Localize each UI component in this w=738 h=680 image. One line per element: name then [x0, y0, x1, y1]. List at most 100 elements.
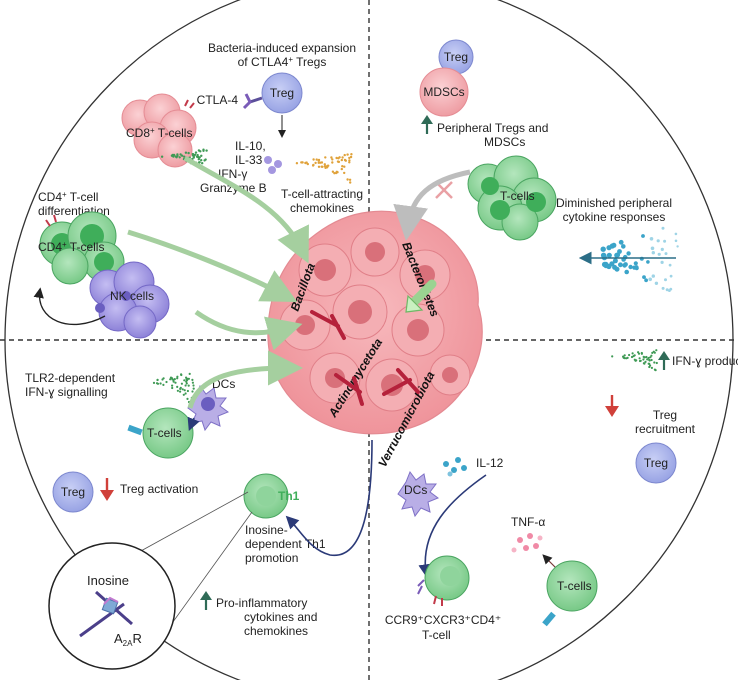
inosine-text-3: promotion	[245, 551, 298, 565]
cytokine-dot	[606, 245, 612, 251]
cytokine-dot	[651, 251, 655, 255]
cytokine-dot	[172, 378, 175, 381]
cytokine-dot	[664, 252, 668, 256]
inhibit-actinomycetota	[334, 373, 364, 406]
tcells-label-q4: T-cells	[557, 579, 592, 593]
cytokine-dot	[180, 382, 183, 385]
peripheral-text-2: MDSCs	[484, 135, 525, 149]
cytokine-dot	[626, 251, 631, 256]
cytokine-dots-purple	[264, 156, 282, 174]
cytokine-dot	[648, 277, 652, 282]
cytokine-dot	[194, 151, 198, 154]
cytokine-dot	[656, 239, 660, 243]
cytokine-dot	[653, 368, 657, 371]
cytokine-dot	[630, 355, 634, 359]
cytokine-dot	[161, 378, 164, 381]
cytokine-dot	[340, 167, 343, 171]
cytokine-dot	[606, 252, 612, 258]
zoom-line-2	[159, 511, 253, 641]
cytokine-dot	[326, 166, 329, 169]
cytokine-dot	[172, 380, 175, 383]
tcells-label-q3: T-cells	[147, 426, 182, 440]
cytokine-dot	[338, 156, 341, 159]
cytokine-dot	[185, 376, 188, 379]
cytokine-dot	[156, 382, 160, 385]
cytokine-dot	[622, 355, 625, 358]
cytokine-dot	[617, 249, 622, 254]
cytokine-dot	[346, 153, 349, 156]
tcell-q3	[127, 407, 194, 459]
cytokine-dot	[204, 158, 207, 161]
cytokine-dot	[644, 360, 647, 363]
svg-text:Treg: Treg	[444, 50, 468, 64]
cytokine-dot	[603, 262, 609, 269]
cytokine-dot	[178, 156, 181, 159]
actinomycetota-to-th1-arrow	[285, 439, 373, 556]
cd8-label: CD8+ T-cells	[126, 126, 192, 140]
cytokine-dot	[202, 149, 205, 152]
cytokine-dot	[176, 385, 179, 388]
cytokine-dot	[650, 358, 653, 362]
cytokine-dot	[197, 158, 200, 161]
cytokine-dot	[201, 162, 204, 165]
a2ar-receptor-icon	[79, 590, 133, 638]
cytokine-dot	[335, 156, 338, 160]
cytokine-dot	[323, 163, 326, 166]
cytokine-dot	[196, 153, 199, 157]
cytokine-dot	[200, 154, 203, 157]
cytokine-dot	[625, 357, 628, 360]
cytokine-dot	[651, 351, 654, 354]
cytokine-dot	[653, 351, 656, 354]
cd4-diff-text-1: CD4+ T-cell	[38, 190, 98, 204]
tcell-to-tumor-arrow	[187, 350, 303, 409]
cytokine-dot	[651, 274, 655, 278]
cytokine-dot	[645, 355, 648, 359]
cytokine-dot	[674, 239, 678, 243]
cytokine-dot	[655, 349, 658, 352]
ctla4-label: CTLA-4	[197, 93, 239, 107]
cytokine-dot	[633, 354, 636, 357]
cytokine-dot	[641, 234, 645, 238]
cytokine-dot	[642, 275, 646, 279]
cytokine-dot	[169, 376, 173, 379]
nk-to-cd4-arrow	[33, 287, 106, 325]
cytokine-dot	[159, 382, 162, 385]
ifng-dots-q3	[152, 372, 195, 404]
ifng-production-label: IFN-ɣ production	[672, 354, 738, 368]
cytokine-dot	[312, 163, 315, 167]
cytokine-dot	[343, 171, 346, 175]
cytokine-dot	[600, 246, 606, 252]
cytokine-dot	[648, 359, 651, 362]
cytokine-dot	[340, 158, 343, 162]
cytokine-dot	[333, 172, 336, 175]
cytokine-dot	[348, 159, 351, 162]
cytokine-dot	[640, 352, 644, 355]
tnfa-label: TNF-α	[511, 515, 545, 529]
cytokine-dot	[191, 390, 194, 393]
cytokine-dot	[320, 165, 323, 168]
cytokine-dot	[634, 265, 639, 270]
cytokine-dot	[611, 355, 614, 358]
cytokine-dot	[631, 352, 634, 355]
cytokine-dot	[348, 156, 351, 160]
cytokine-dot	[669, 274, 673, 278]
cytokine-dot	[657, 252, 661, 256]
cytokine-dot	[644, 278, 648, 283]
cytokine-dot	[665, 288, 669, 292]
cytokine-dot	[199, 150, 202, 153]
cytokine-dot	[623, 262, 628, 267]
cytokine-dot	[181, 388, 184, 391]
cytokine-dot	[343, 153, 346, 157]
cytokine-dot	[612, 264, 618, 270]
cytokine-dot	[184, 384, 187, 387]
th1-cell	[243, 473, 289, 519]
cytokine-dot	[192, 384, 195, 387]
cytokine-dot	[152, 381, 156, 384]
cytokine-dot	[180, 373, 183, 376]
cd8-tcell-cluster	[121, 93, 197, 168]
treg-expansion-text-2: of CTLA4+ Tregs	[238, 55, 327, 69]
ccr9-text-1: CCR9⁺CXCR3⁺CD4⁺	[385, 613, 501, 627]
treg-expansion-text-1: Bacteria-induced expansion	[208, 41, 356, 55]
dc-cell-q4	[397, 470, 440, 518]
cytokine-dot	[156, 378, 159, 382]
